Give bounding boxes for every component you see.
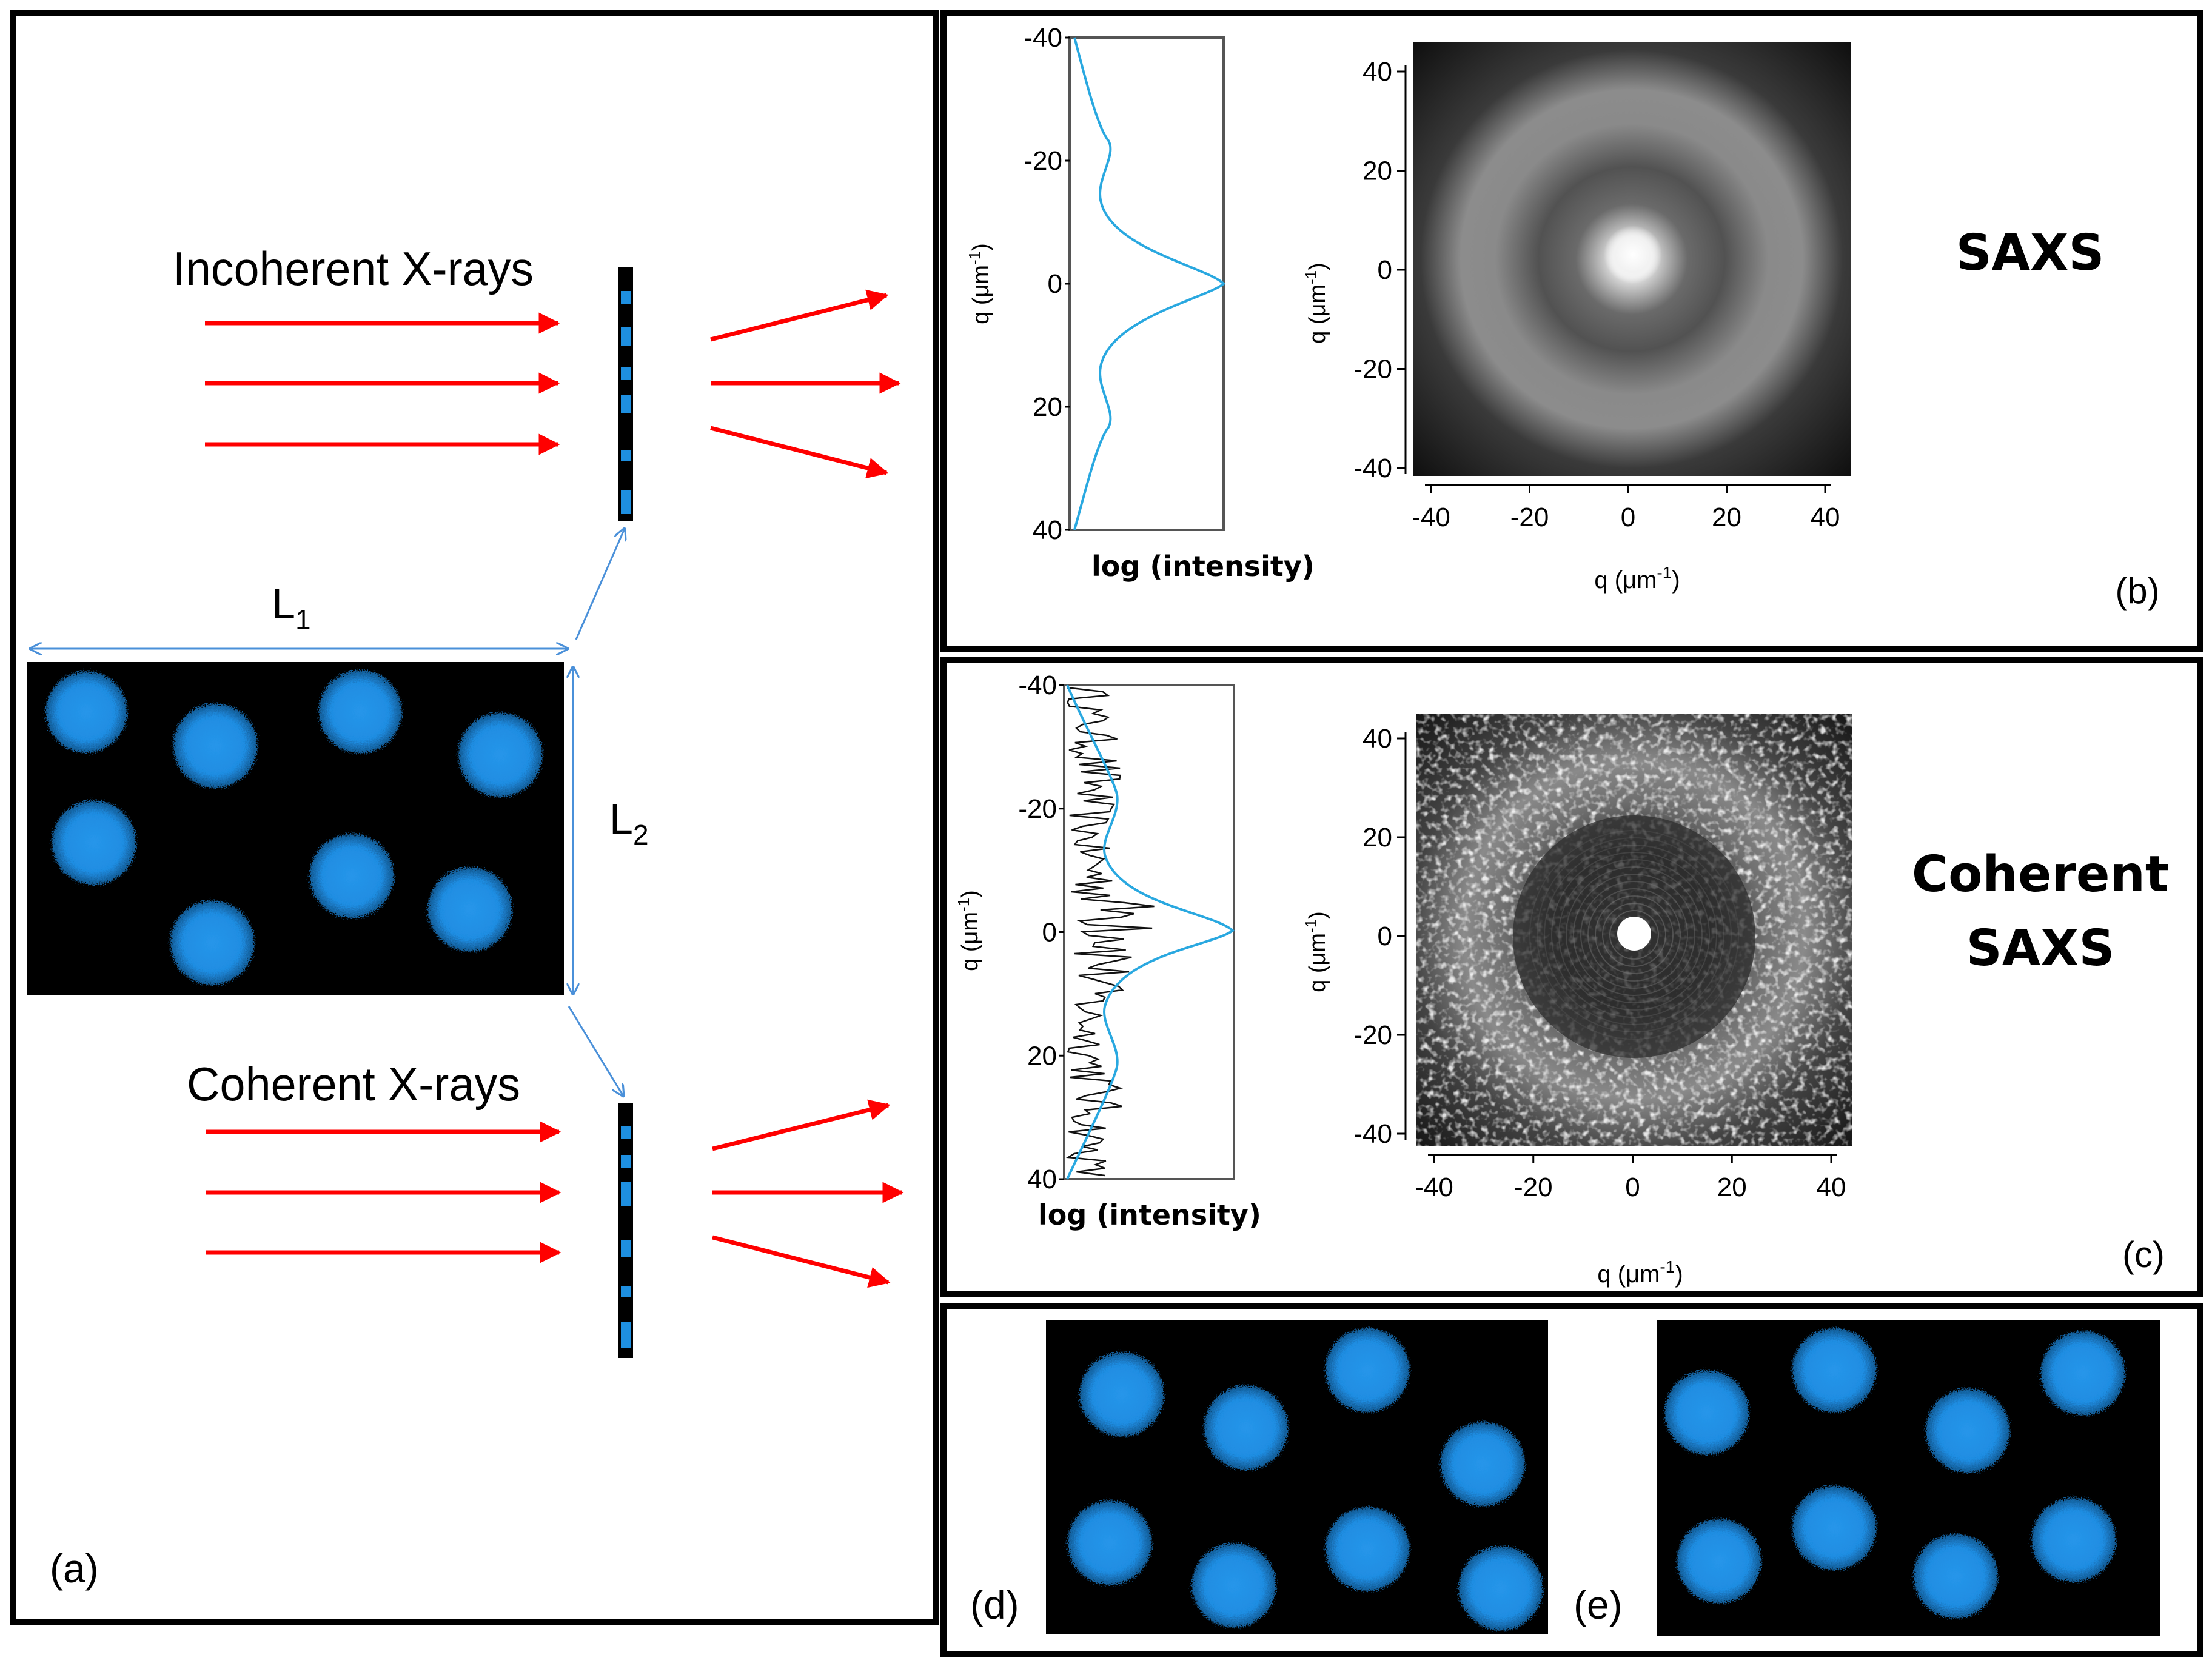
arrow-diagonal-icon [710,426,889,479]
x-tick-label-image-b: 20 [1712,503,1741,532]
x-tick-label-image-b: 40 [1811,503,1840,532]
image-ylabel-c: q (μm-1) [1302,911,1330,992]
incoming-beams-incoherent [205,312,560,455]
y-tick-label-profile-c: 0 [1042,918,1057,948]
y-tick-label-profile-b: 40 [1033,515,1062,545]
fringe-ring [1544,845,1724,1025]
fringe-ring [1529,830,1739,1040]
sample-slab-incoherent [618,267,633,521]
x-tick-label-image-b: -40 [1412,503,1450,532]
y-tick-label-image-c: -40 [1353,1119,1392,1149]
panel-c: -40 -20 0 20 40 log (intensity) q (μm-1) 40 2… [954,671,2169,1288]
profile-xlabel-b: log (intensity) [1091,550,1315,583]
fringe-ring [1551,852,1717,1018]
fringe-ring [1580,881,1688,989]
x-tick-label-image-c: -40 [1415,1172,1453,1202]
fringe-ring [1537,837,1732,1032]
x-tick-label-image-c: -20 [1514,1172,1553,1202]
y-tick-label-profile-b: 20 [1033,392,1062,422]
panel-d-label: (d) [970,1582,1019,1627]
profile-ylabel-b: q (μm-1) [965,243,994,324]
fringe-ring [1573,874,1695,996]
fringe-ring [1587,888,1681,982]
fringe-ring [1595,895,1674,974]
y-tick-label-image-c: -20 [1353,1020,1392,1050]
fringe-ring [1566,866,1703,1003]
technique-label-saxs: SAXS [1956,224,2105,282]
y-tick-label-profile-c: 20 [1027,1041,1057,1071]
scattered-beams-coherent [712,1099,904,1288]
speckle-profile-c [1065,687,1155,1177]
fringe-ring [1602,903,1666,967]
image-axis-ticks-b: 40 20 0 -20 -40 -40 -20 0 20 40 [1353,57,1840,532]
coherent-title: Coherent X-rays [187,1057,520,1111]
profile-curve-b [1073,37,1225,530]
panel-e-label: (e) [1574,1582,1623,1627]
pointer-to-slab-top [575,529,625,640]
L1-label: L1 [272,580,311,635]
y-tick-label-image-c: 0 [1378,921,1392,951]
x-tick-label-image-c: 40 [1817,1172,1846,1202]
y-tick-label-image-b: 0 [1378,255,1392,285]
x-tick-label-image-b: 0 [1621,503,1635,532]
image-axis-ticks-c: 40 20 0 -20 -40 -40 -20 0 20 40 [1353,724,1846,1202]
panel-a-label: (a) [50,1546,99,1591]
technique-label-saxs-c: SAXS [1966,920,2115,977]
y-tick-label-image-b: -20 [1353,355,1392,384]
profile-ylabel-c: q (μm-1) [954,890,983,971]
y-tick-label-profile-b: -40 [1024,23,1062,53]
incoming-beams-coherent [206,1121,561,1263]
panel-b: -40 -20 0 20 40 log (intensity) q (μm-1) 40 2… [965,23,2160,611]
image-xlabel-b: q (μm-1) [1594,563,1680,594]
y-tick-label-image-b: -40 [1353,453,1392,483]
coherent-central-spot [1617,917,1651,951]
sample-particle-array [27,662,564,995]
y-tick-label-image-b: 20 [1362,156,1392,186]
panel-e: (e) [1574,1320,2160,1636]
scattered-beams-incoherent [710,289,901,479]
y-tick-label-image-c: 40 [1362,724,1392,754]
profile-y-ticks-c: -40 -20 0 20 40 [1018,671,1064,1194]
arrow-diagonal-icon [710,289,889,342]
sample-slab-coherent [618,1103,633,1358]
panel-c-frame [940,657,2203,1297]
panel-de-frame [940,1303,2203,1657]
y-tick-label-profile-b: 0 [1048,269,1062,299]
profile-y-ticks-b: -40 -20 0 20 40 [1024,23,1070,545]
y-tick-label-profile-c: -20 [1018,794,1057,824]
profile-plot-frame-b [1068,36,1225,531]
incoherent-title: Incoherent X-rays [173,242,534,295]
profile-xlabel-c: log (intensity) [1038,1199,1261,1231]
panel-b-label: (b) [2115,570,2159,611]
fringe-ring [1609,910,1659,960]
y-tick-label-profile-c: -40 [1018,671,1057,700]
y-tick-label-profile-b: -20 [1024,146,1062,176]
fringe-ring [1558,859,1710,1011]
image-xlabel-c: q (μm-1) [1597,1257,1683,1288]
panel-d: (d) [970,1320,1548,1634]
arrow-diagonal-icon [712,1235,891,1288]
coherent-saxs-pattern-image [1416,714,1852,1146]
y-tick-label-profile-c: 40 [1027,1165,1057,1194]
panel-a-frame [10,10,939,1625]
profile-envelope-c [1066,684,1235,1180]
x-tick-label-image-c: 0 [1625,1172,1640,1202]
panel-b-frame [940,10,2203,652]
arrow-diagonal-icon [712,1099,891,1151]
L2-label: L2 [609,795,649,851]
image-ylabel-b: q (μm-1) [1302,263,1330,344]
saxs-central-spot [1604,226,1662,284]
technique-label-coherent: Coherent [1912,846,2169,903]
x-tick-label-image-b: -20 [1510,503,1549,532]
panel-c-label: (c) [2122,1234,2165,1275]
pointer-to-slab-bottom [568,1006,623,1096]
x-tick-label-image-c: 20 [1717,1172,1747,1202]
y-tick-label-image-c: 20 [1362,823,1392,852]
y-tick-label-image-b: 40 [1362,57,1392,87]
panel-a: Incoherent X-rays Coherent X-rays L1 [27,242,904,1591]
